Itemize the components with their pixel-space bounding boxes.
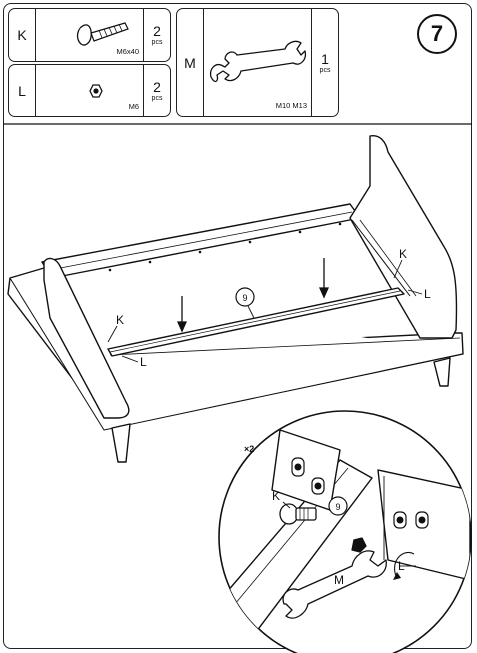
label-k-right: K: [399, 247, 407, 261]
rail-holes: [108, 222, 342, 272]
part-card-m: M M10 M13 1 pcs: [176, 8, 339, 117]
wrench-icon: [209, 40, 307, 83]
placement-arrows: [176, 258, 330, 333]
callout-9-label: 9: [242, 293, 247, 303]
part-letter-m: M: [177, 9, 204, 116]
qty-unit: pcs: [151, 94, 163, 102]
detail-label-l: L: [398, 559, 405, 573]
qty-number: 2: [153, 23, 161, 39]
qty-number: 2: [153, 78, 161, 95]
callout-9-main: 9: [235, 287, 255, 319]
part-qty-l: 2 pcs: [143, 65, 170, 116]
detail-wrench-m: [282, 537, 387, 619]
label-l-left: L: [140, 355, 147, 369]
part-card-k: K M6x40 2 pcs: [8, 8, 171, 62]
callout-9-detail-label: 9: [335, 502, 340, 512]
part-spec-l: M6: [128, 102, 139, 111]
detail-label-m: M: [334, 573, 344, 587]
part-spec-m: M10 M13: [275, 101, 307, 110]
rotation-arrowhead: [393, 572, 401, 580]
part-card-l: L M6 2 pcs: [8, 64, 171, 117]
bracket-holes: [291, 457, 429, 529]
detail-label-k: K: [272, 489, 280, 503]
part-letter-l: L: [9, 65, 36, 116]
label-l-right: L: [424, 287, 431, 301]
multiplier-label: ×2: [244, 444, 254, 454]
part-qty-k: 2 pcs: [143, 9, 170, 61]
part-letter-k: K: [9, 9, 36, 61]
detail-magnifier: [218, 410, 472, 653]
detail-bolt-k: [279, 503, 317, 525]
step-number-badge: 7: [417, 14, 457, 54]
hex-nut-icon: [89, 84, 103, 98]
part-qty-m: 1 pcs: [311, 9, 338, 116]
qty-unit: pcs: [319, 66, 331, 74]
part-spec-k: M6x40: [116, 47, 139, 56]
label-k-left: K: [116, 313, 124, 327]
rotation-arrow: [394, 552, 415, 577]
part-leaders: [107, 259, 423, 363]
instruction-page-frame: [3, 3, 472, 649]
detail-leader-k: [282, 501, 291, 509]
callout-9-detail: 9: [328, 496, 348, 516]
qty-unit: pcs: [151, 39, 163, 46]
qty-number: 1: [321, 50, 329, 67]
bed-frame: [7, 135, 464, 463]
carriage-bolt-icon: [76, 22, 129, 46]
